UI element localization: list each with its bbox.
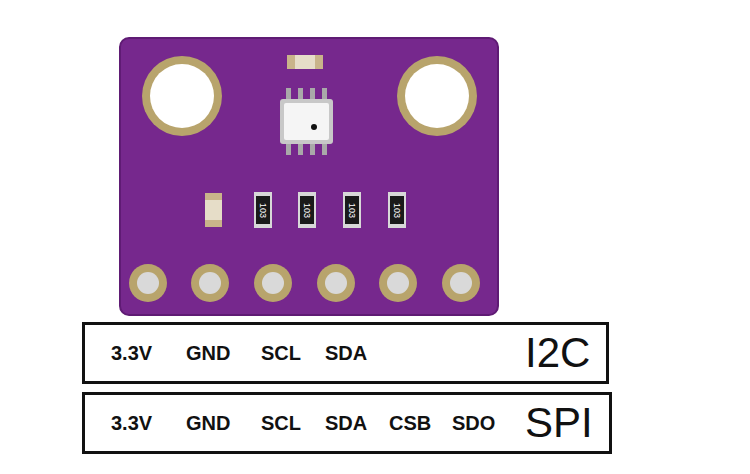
- pin-label: SDO: [452, 412, 495, 435]
- pin-label: SCL: [261, 412, 301, 435]
- pin-label: CSB: [389, 412, 431, 435]
- sensor-chip: [280, 88, 333, 155]
- mount-hole: [150, 64, 214, 128]
- bus-label: I2C: [525, 329, 590, 377]
- mount-hole-ring: [397, 56, 477, 136]
- header-pins: [129, 264, 480, 302]
- pin-label: GND: [186, 412, 230, 435]
- pin-label: SDA: [325, 342, 367, 365]
- bus-label: SPI: [525, 399, 593, 447]
- resistor-code: 103: [348, 202, 357, 217]
- resistor-code: 103: [303, 202, 312, 217]
- resistor-code: 103: [393, 202, 402, 217]
- resistor-code: 103: [259, 202, 268, 217]
- mount-hole-ring: [142, 56, 222, 136]
- pinout-box: 3.3V GND SCL SDA I2C: [82, 322, 609, 384]
- pin-label: GND: [186, 342, 230, 365]
- pin-label: 3.3V: [111, 412, 152, 435]
- top-capacitor: [287, 55, 323, 69]
- pin-label: SCL: [261, 342, 301, 365]
- pcb: [120, 38, 498, 315]
- pin-label: SDA: [325, 412, 367, 435]
- pin-label: 3.3V: [111, 342, 152, 365]
- capacitor: [205, 193, 222, 227]
- pinout-box: 3.3V GND SCL SDA CSB SDO SPI: [82, 392, 612, 454]
- resistors: [254, 192, 406, 228]
- mount-hole: [405, 64, 469, 128]
